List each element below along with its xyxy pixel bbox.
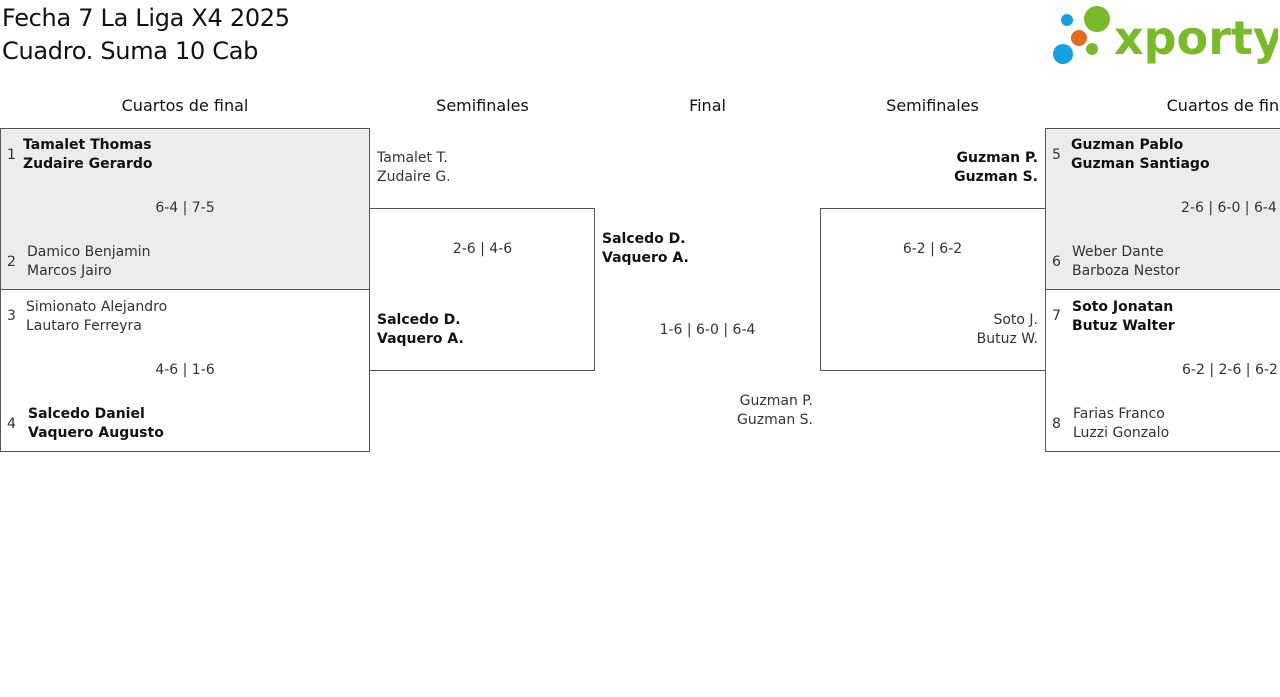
round-header-sf-right: Semifinales bbox=[886, 96, 979, 115]
team-name: Tamalet T. bbox=[377, 150, 448, 166]
team-name: Guzman S. bbox=[954, 169, 1038, 185]
player-name: Soto Jonatan bbox=[1072, 299, 1174, 315]
team-name: Salcedo D. bbox=[377, 312, 461, 328]
page-title: Fecha 7 La Liga X4 2025 bbox=[2, 4, 290, 32]
qf-right-match2-box bbox=[1045, 289, 1280, 452]
seed-number: 1 bbox=[7, 147, 16, 163]
match-score: 6-2 | 2-6 | 6-2 bbox=[1182, 362, 1278, 378]
match-score: 2-6 | 4-6 bbox=[452, 241, 513, 257]
team-name: Guzman P. bbox=[739, 393, 813, 409]
logo-dot-blue-large bbox=[1053, 44, 1073, 64]
logo-dot-green-small bbox=[1086, 43, 1098, 55]
qf-right-match1-box bbox=[1045, 128, 1280, 290]
sf-left-box bbox=[369, 208, 595, 371]
seed-number: 2 bbox=[7, 254, 16, 270]
round-header-qf-right: Cuartos de final bbox=[1166, 96, 1280, 115]
player-name: Salcedo Daniel bbox=[28, 406, 145, 422]
page-subtitle: Cuadro. Suma 10 Cab bbox=[2, 37, 259, 65]
player-name: Marcos Jairo bbox=[27, 263, 112, 279]
team-name: Butuz W. bbox=[976, 331, 1038, 347]
team-name: Soto J. bbox=[993, 312, 1038, 328]
round-header-qf-left: Cuartos de final bbox=[121, 96, 249, 115]
match-score: 2-6 | 6-0 | 6-4 bbox=[1181, 200, 1277, 216]
player-name: Damico Benjamin bbox=[27, 244, 151, 260]
team-name: Vaquero A. bbox=[602, 250, 689, 266]
team-name: Guzman S. bbox=[737, 412, 813, 428]
seed-number: 6 bbox=[1052, 254, 1061, 270]
xporty-logo: xporty bbox=[1053, 6, 1278, 65]
logo-text: xporty bbox=[1114, 11, 1278, 65]
team-name: Guzman P. bbox=[956, 150, 1039, 166]
player-name: Guzman Santiago bbox=[1071, 156, 1210, 172]
team-name: Salcedo D. bbox=[602, 231, 686, 247]
player-name: Weber Dante bbox=[1072, 244, 1164, 260]
player-name: Lautaro Ferreyra bbox=[26, 318, 142, 334]
player-name: Simionato Alejandro bbox=[26, 299, 168, 315]
round-header-final: Final bbox=[689, 96, 726, 115]
match-score: 6-4 | 7-5 bbox=[155, 200, 215, 216]
seed-number: 5 bbox=[1052, 147, 1061, 163]
player-name: Farias Franco bbox=[1073, 406, 1165, 422]
seed-number: 8 bbox=[1052, 416, 1061, 432]
player-name: Zudaire Gerardo bbox=[23, 156, 153, 172]
player-name: Barboza Nestor bbox=[1072, 263, 1180, 279]
qf-left-match1-box bbox=[0, 128, 370, 290]
player-name: Luzzi Gonzalo bbox=[1073, 425, 1170, 441]
player-name: Tamalet Thomas bbox=[23, 137, 152, 153]
logo-dot-green-large bbox=[1084, 6, 1110, 32]
match-score: 4-6 | 1-6 bbox=[155, 362, 215, 378]
seed-number: 4 bbox=[7, 416, 16, 432]
logo-dot-blue bbox=[1061, 14, 1073, 26]
seed-number: 7 bbox=[1052, 308, 1061, 324]
round-header-sf-left: Semifinales bbox=[436, 96, 529, 115]
logo-dot-orange bbox=[1071, 30, 1087, 46]
seed-number: 3 bbox=[7, 308, 16, 324]
player-name: Guzman Pablo bbox=[1071, 137, 1184, 153]
team-name: Zudaire G. bbox=[377, 169, 451, 185]
match-score: 6-2 | 6-2 bbox=[902, 241, 963, 257]
final-score: 1-6 | 6-0 | 6-4 bbox=[659, 322, 756, 338]
player-name: Vaquero Augusto bbox=[28, 425, 164, 441]
player-name: Butuz Walter bbox=[1072, 318, 1175, 334]
team-name: Vaquero A. bbox=[377, 331, 464, 347]
